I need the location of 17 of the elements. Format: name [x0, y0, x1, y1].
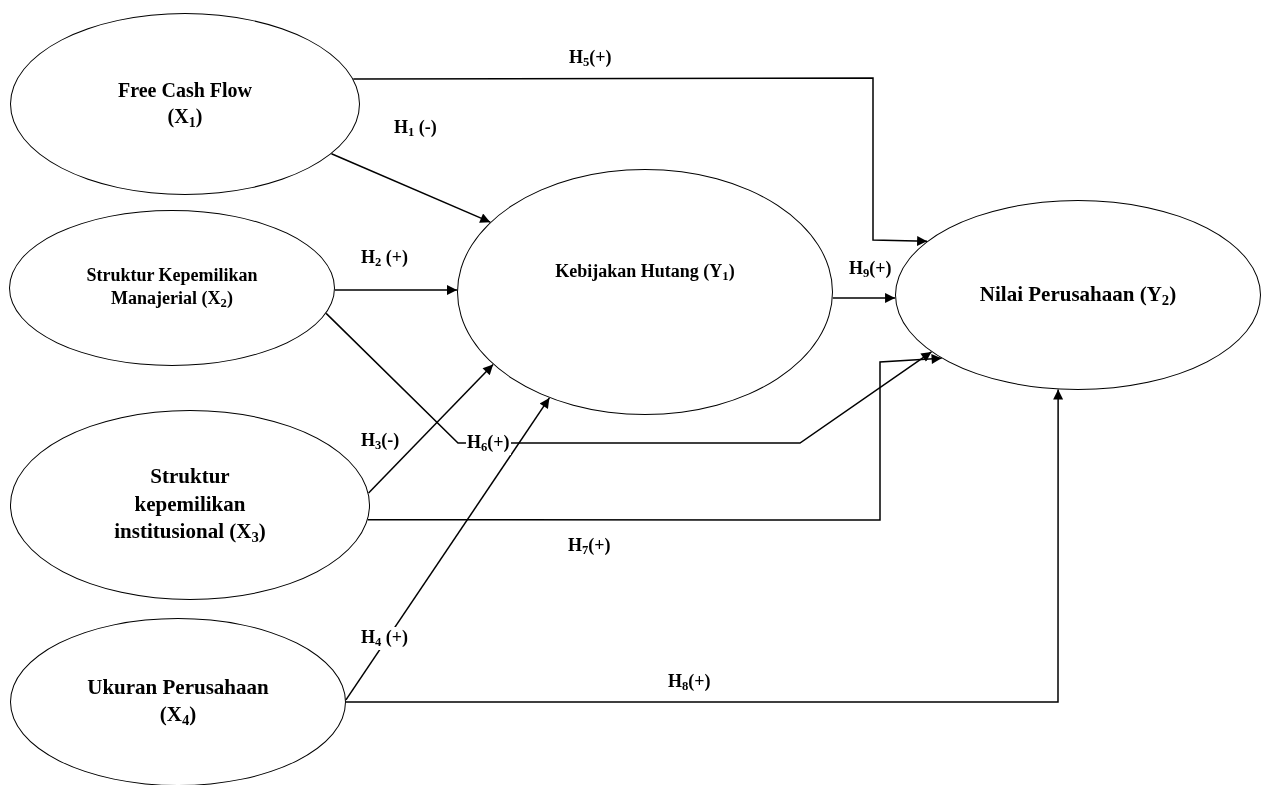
arrow: [334, 285, 458, 295]
arrow: [367, 363, 494, 494]
node-label: Nilai Perusahaan (Y$_{2}$): [979, 280, 1177, 310]
arrow: [330, 153, 492, 223]
arrow: [345, 397, 551, 701]
edge-label: H$_{6}$(+): [466, 432, 511, 456]
node-label: Struktur kepemilikan institusional (X$_{3}$): [113, 463, 267, 547]
arrow: [367, 353, 943, 521]
arrow: [345, 388, 1064, 703]
arrow: [832, 293, 896, 303]
node-label: Ukuran Perusahaan (X$_{4}$): [86, 673, 270, 730]
arrow: [352, 77, 928, 246]
node-label: Free Cash Flow (X$_{1}$): [116, 77, 254, 132]
arrow: [325, 312, 933, 444]
edge-label: H$_{4}$ (+): [360, 627, 410, 651]
node-label: Struktur Kepemilikan Manajerial (X$_{2}$): [85, 264, 259, 312]
node-label: Kebijakan Hutang (Y$_{1}$): [555, 259, 735, 285]
